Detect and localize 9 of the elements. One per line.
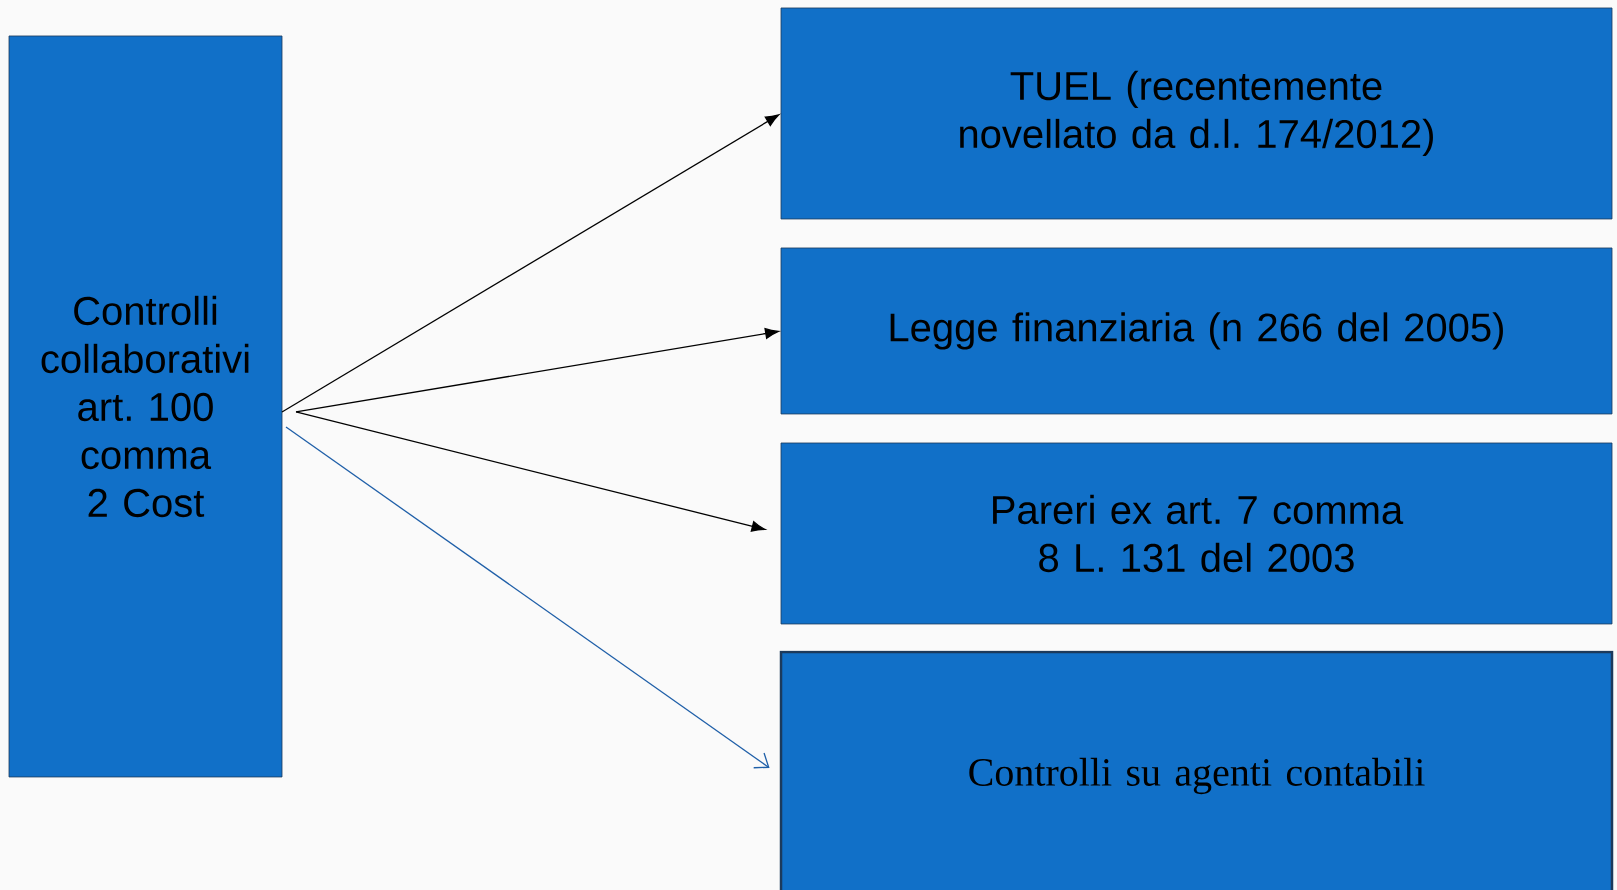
arrow (295, 328, 779, 413)
text-box: Pareri ex art. 7 comma 8 L. 131 del 2003 (780, 442, 1613, 625)
text-box: Controlli su agenti contabili (779, 650, 1614, 890)
text-box: Controlli collaborativi art. 100 comma 2 Cost (8, 35, 283, 778)
arrow (281, 114, 780, 413)
text-box: TUEL (recentemente novellato da d.l. 174/2012) (780, 7, 1613, 220)
arrow (295, 411, 766, 532)
text-box: Legge finanziaria (n 266 del 2005) (780, 247, 1613, 415)
arrow (285, 426, 770, 769)
